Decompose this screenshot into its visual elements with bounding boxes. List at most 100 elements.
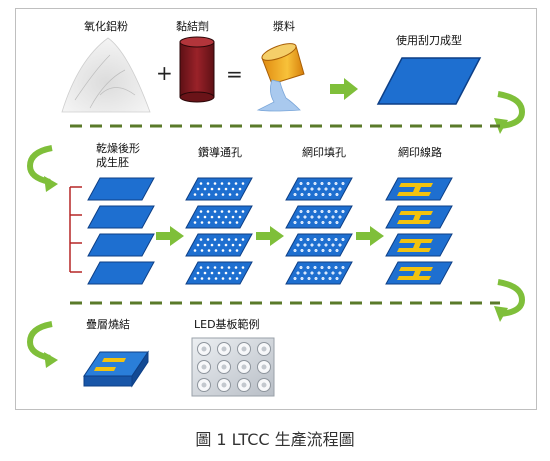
printed-trace — [399, 239, 433, 243]
via-hole — [235, 277, 239, 280]
via-hole — [314, 248, 318, 253]
via-hole — [217, 215, 221, 219]
via-hole — [324, 243, 328, 247]
via-hole — [317, 187, 321, 191]
via-hole — [200, 193, 204, 196]
via-hole — [338, 271, 342, 275]
printed-trace — [397, 248, 431, 252]
via-hole — [234, 266, 238, 269]
via-hole — [206, 210, 210, 213]
ceramic-sheet — [185, 261, 253, 285]
printed-trace — [397, 220, 431, 224]
via-hole — [234, 210, 238, 213]
via-hole — [314, 192, 318, 197]
via-hole — [210, 243, 214, 247]
via-hole — [196, 243, 200, 247]
led-pad — [241, 364, 247, 370]
via-hole — [331, 243, 335, 247]
via-hole — [241, 182, 245, 185]
via-hole — [200, 277, 204, 280]
via-hole — [241, 238, 245, 241]
via-hole — [324, 187, 328, 191]
ceramic-sheet — [385, 233, 453, 257]
equals-sign: = — [226, 62, 243, 86]
led-substrate-photo — [191, 337, 275, 397]
curved-arrow-icon — [26, 145, 58, 192]
ceramic-sheet — [285, 233, 353, 257]
via-hole — [317, 243, 321, 247]
via-hole — [238, 187, 242, 191]
via-hole — [231, 187, 235, 191]
via-hole — [210, 187, 214, 191]
via-hole — [341, 209, 345, 214]
via-hole — [210, 271, 214, 275]
via-hole — [228, 249, 232, 252]
led-pad — [261, 382, 267, 388]
via-hole — [310, 243, 314, 247]
via-hole — [231, 243, 235, 247]
via-hole — [200, 221, 204, 224]
via-hole — [310, 271, 314, 275]
laminated-block-icon — [83, 350, 149, 388]
via-hole — [199, 266, 203, 269]
via-hole — [227, 182, 231, 185]
via-hole — [235, 221, 239, 224]
via-hole — [220, 210, 224, 213]
via-hole — [196, 271, 200, 275]
via-hole — [324, 271, 328, 275]
via-hole — [203, 243, 207, 247]
printed-trace — [413, 215, 421, 220]
led-pad — [201, 364, 207, 370]
via-hole — [224, 271, 228, 275]
via-hole — [203, 215, 207, 219]
via-hole — [241, 210, 245, 213]
via-hole — [307, 248, 311, 253]
via-hole — [300, 192, 304, 197]
via-hole — [328, 248, 332, 253]
curved-arrow-icon — [494, 91, 526, 134]
via-hole — [238, 215, 242, 219]
via-hole — [307, 276, 311, 281]
via-hole — [293, 220, 297, 225]
curved-arrow-icon — [494, 279, 526, 322]
via-hole — [200, 249, 204, 252]
via-hole — [217, 187, 221, 191]
via-hole — [306, 265, 310, 270]
via-hole — [235, 193, 239, 196]
flow-arrow — [256, 226, 284, 246]
via-hole — [199, 238, 203, 241]
label-slurry: 漿料 — [273, 19, 295, 33]
via-hole — [335, 276, 339, 281]
via-hole — [203, 271, 207, 275]
via-hole — [224, 215, 228, 219]
via-hole — [341, 265, 345, 270]
ceramic-sheet — [185, 233, 253, 257]
via-hole — [338, 187, 342, 191]
printed-trace — [397, 192, 431, 196]
via-hole — [213, 182, 217, 185]
led-pad — [201, 346, 207, 352]
via-hole — [228, 193, 232, 196]
via-hole — [303, 243, 307, 247]
printed-trace — [399, 211, 433, 215]
via-hole — [341, 237, 345, 242]
via-hole — [231, 215, 235, 219]
via-hole — [327, 209, 331, 214]
label-via-fill: 網印填孔 — [302, 145, 346, 159]
label-printing: 網印線路 — [398, 145, 442, 159]
via-hole — [321, 248, 325, 253]
via-hole — [231, 271, 235, 275]
via-hole — [341, 181, 345, 186]
ceramic-sheet — [385, 205, 453, 229]
ceramic-sheet — [385, 261, 453, 285]
via-hole — [331, 187, 335, 191]
via-hole — [220, 182, 224, 185]
via-hole — [313, 265, 317, 270]
via-hole — [303, 187, 307, 191]
via-hole — [327, 237, 331, 242]
printed-trace — [413, 243, 421, 248]
via-hole — [300, 220, 304, 225]
via-hole — [299, 237, 303, 242]
via-hole — [199, 210, 203, 213]
via-hole — [310, 187, 314, 191]
